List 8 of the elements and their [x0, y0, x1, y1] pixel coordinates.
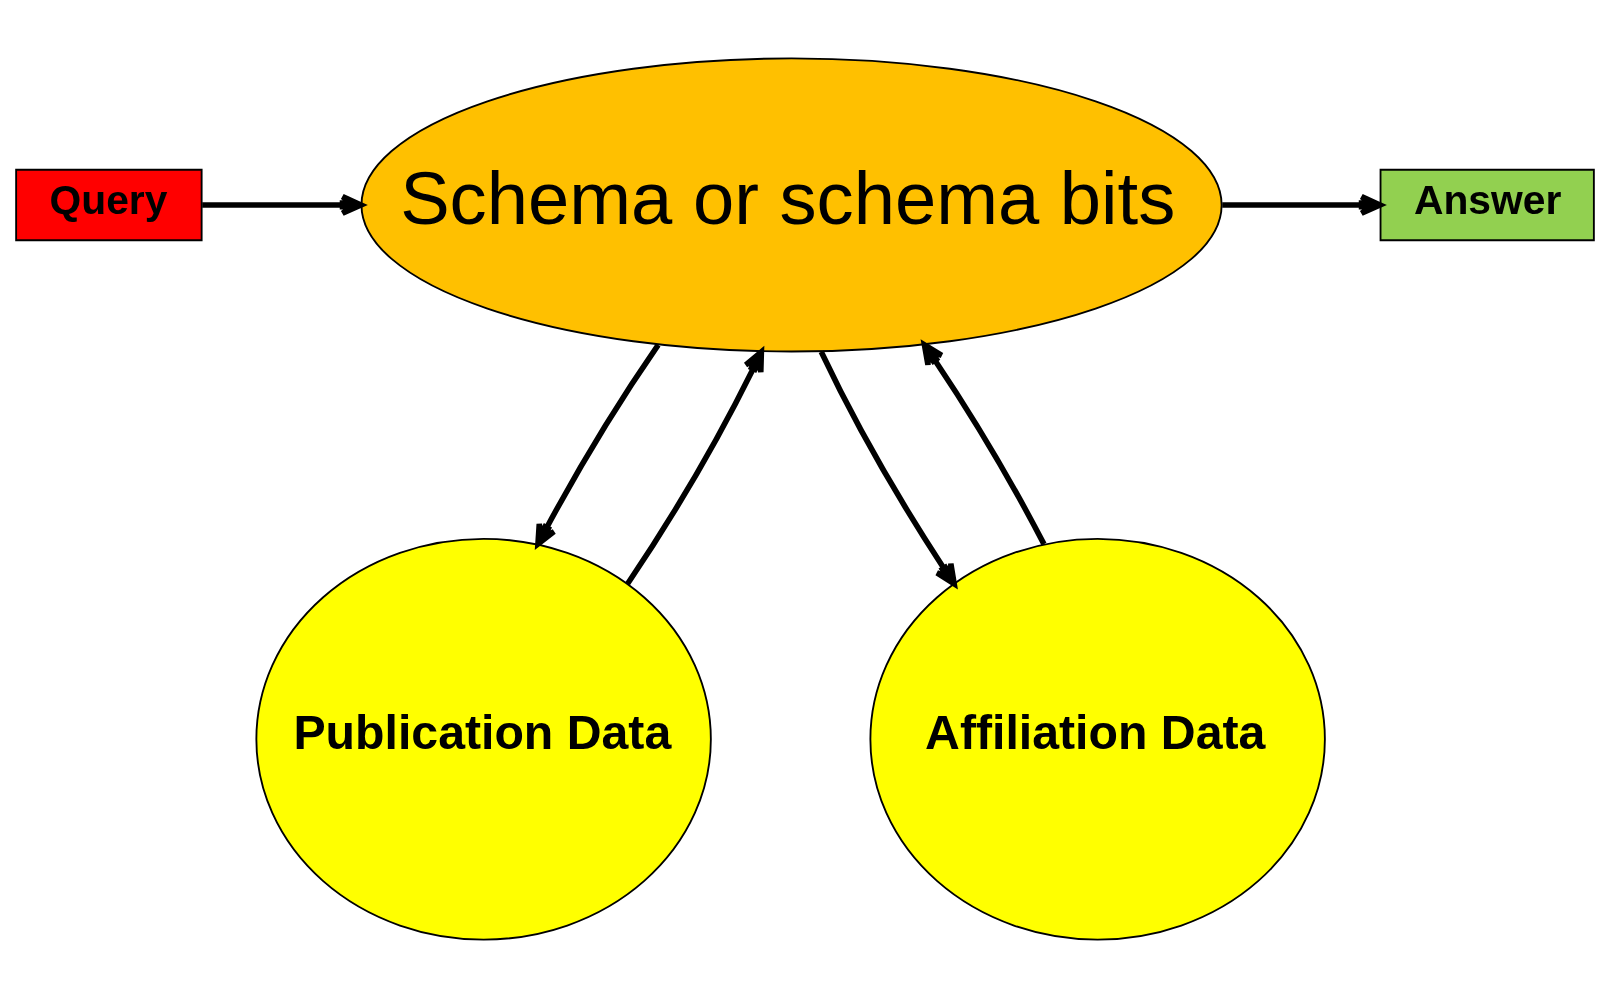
arrow	[535, 343, 661, 547]
arrow	[921, 342, 1047, 546]
node-ellipse: Schema or schema bits	[360, 57, 1223, 353]
node-box: Answer	[1379, 168, 1595, 242]
node-box: Query	[15, 168, 203, 242]
arrow	[818, 350, 957, 587]
node-ellipse: Affiliation Data	[869, 537, 1326, 941]
node-ellipse: Publication Data	[255, 537, 712, 941]
